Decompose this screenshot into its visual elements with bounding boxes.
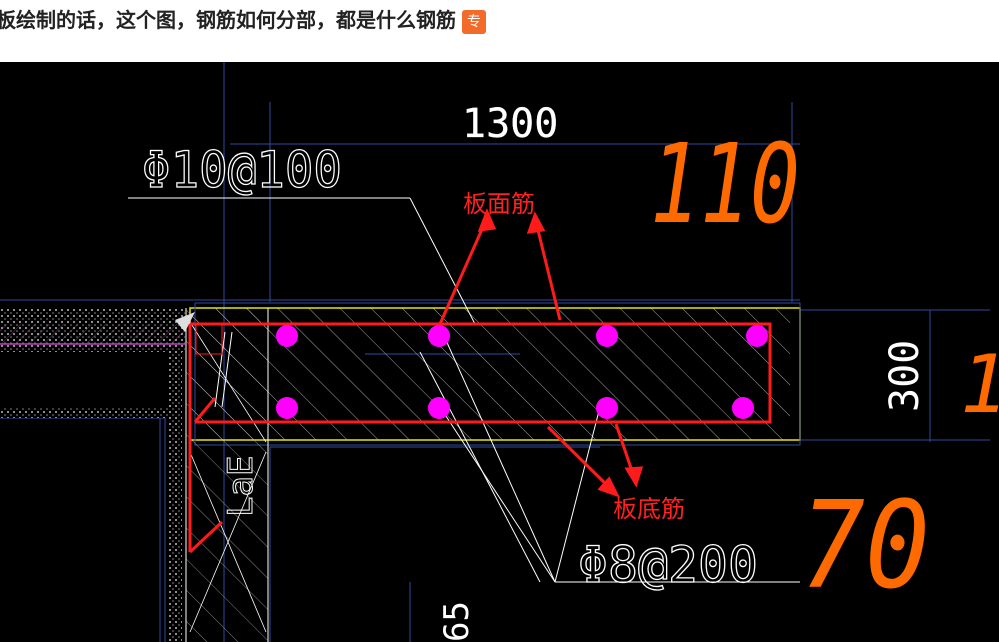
dimension-width-label: 1300 <box>462 101 558 147</box>
expert-badge-icon: 专 <box>462 9 486 34</box>
top-rebar-spec-label: Φ10@100 <box>142 141 342 199</box>
lae-label: LaE <box>221 456 261 517</box>
handwritten-110: 110 <box>650 120 800 248</box>
rebar-outline <box>188 322 772 554</box>
question-header: 板绘制的话，这个图，钢筋如何分部，都是什么钢筋专 <box>0 0 999 60</box>
rebar-dots <box>276 325 768 419</box>
handwritten-1: 1 <box>960 338 999 431</box>
wall-section <box>0 308 269 642</box>
handwritten-70: 70 <box>800 477 930 616</box>
dimension-height-label: 300 <box>882 340 928 412</box>
bottom-rebar-spec-label: Φ8@200 <box>578 536 758 594</box>
question-title-text: 板绘制的话，这个图，钢筋如何分部，都是什么钢筋 <box>0 8 456 32</box>
annotation-arrows <box>438 208 644 498</box>
cad-drawing-image: 1300 Φ10@100 Φ8@200 300 65 LaE 板面筋 板底筋 1… <box>0 62 999 642</box>
question-title: 板绘制的话，这个图，钢筋如何分部，都是什么钢筋专 <box>0 4 486 34</box>
bottom-rebar-annotation: 板底筋 <box>613 495 685 523</box>
leader-lines <box>128 197 800 583</box>
top-rebar-annotation: 板面筋 <box>463 190 535 218</box>
dimension-bottom-label: 65 <box>437 601 477 642</box>
